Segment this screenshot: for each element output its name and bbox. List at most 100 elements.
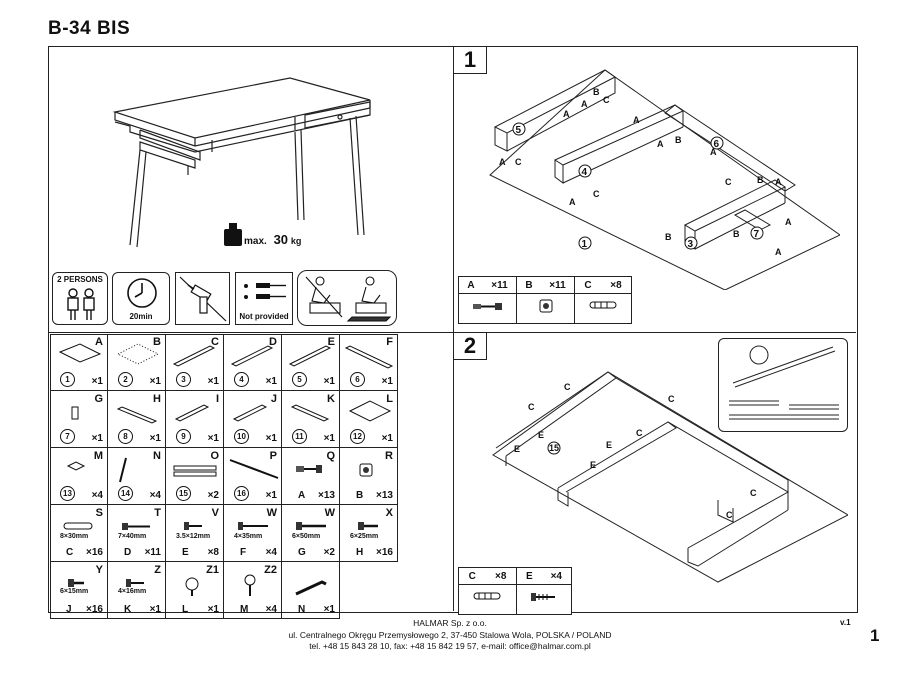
part-letter: O bbox=[210, 450, 219, 462]
part-number-circle: 9 bbox=[176, 429, 191, 444]
part-letter: H bbox=[153, 393, 161, 405]
svg-text:5: 5 bbox=[516, 125, 522, 136]
part-letter: I bbox=[215, 393, 219, 405]
part-code: H bbox=[356, 547, 364, 558]
part-drawing bbox=[344, 345, 394, 369]
part-quantity: ×1 bbox=[265, 433, 277, 444]
part-letter: T bbox=[154, 507, 161, 519]
part-size: 4×35mm bbox=[234, 533, 263, 540]
part-letter: X bbox=[385, 507, 393, 519]
part-code: L bbox=[182, 604, 189, 615]
persons-icon bbox=[67, 288, 95, 320]
part-letter: J bbox=[270, 393, 277, 405]
svg-text:B: B bbox=[733, 229, 740, 239]
part-quantity: ×2 bbox=[323, 547, 335, 558]
part-code: M bbox=[240, 604, 249, 615]
footer-address: ul. Centralnego Okręgu Przemysłowego 2, … bbox=[288, 629, 612, 640]
svg-text:C: C bbox=[668, 394, 675, 404]
part-size: 8×30mm bbox=[60, 533, 89, 540]
svg-text:A: A bbox=[775, 247, 782, 257]
hardware-C2: C×8 bbox=[459, 568, 517, 614]
part-quantity: ×1 bbox=[323, 604, 335, 615]
center-divider bbox=[453, 47, 454, 611]
part-drawing bbox=[126, 579, 144, 587]
part-number-circle: 10 bbox=[234, 429, 249, 444]
part-drawing bbox=[296, 522, 326, 530]
drill-crossed-icon bbox=[179, 276, 227, 322]
part-quantity: ×1 bbox=[323, 376, 335, 387]
part-letter: G bbox=[94, 393, 103, 405]
svg-text:C: C bbox=[636, 428, 643, 438]
part-drawing bbox=[71, 406, 79, 420]
part-drawing bbox=[116, 406, 158, 424]
cam-lock-icon bbox=[539, 299, 553, 313]
part-quantity: ×4 bbox=[91, 490, 103, 501]
part-drawing bbox=[174, 404, 210, 422]
svg-text:A: A bbox=[633, 115, 640, 125]
footer-company: HALMAR Sp. z o.o. bbox=[413, 618, 487, 628]
part-code: N bbox=[298, 604, 306, 615]
part-code: C bbox=[66, 547, 74, 558]
part-number-circle: 16 bbox=[234, 486, 249, 501]
step-1-number: 1 bbox=[454, 47, 487, 74]
part-quantity: ×13 bbox=[318, 490, 335, 501]
tools-box: Not provided bbox=[235, 272, 293, 325]
part-drawing bbox=[232, 404, 268, 422]
part-quantity: ×1 bbox=[207, 376, 219, 387]
svg-text:C: C bbox=[528, 402, 535, 412]
svg-text:4: 4 bbox=[582, 167, 588, 178]
dowel-icon bbox=[473, 592, 501, 600]
part-quantity: ×1 bbox=[91, 376, 103, 387]
part-quantity: ×16 bbox=[376, 547, 393, 558]
svg-text:B: B bbox=[593, 87, 600, 97]
part-number-circle: 8 bbox=[118, 429, 133, 444]
svg-text:C: C bbox=[725, 177, 732, 187]
slide-detail-drawing bbox=[729, 345, 839, 420]
part-letter: C bbox=[211, 336, 219, 348]
svg-text:B: B bbox=[665, 232, 672, 242]
svg-text:C: C bbox=[726, 510, 733, 520]
part-letter: V bbox=[211, 507, 219, 519]
part-drawing bbox=[122, 523, 150, 530]
document-title: B-34 BIS bbox=[48, 18, 131, 39]
floor-protection-icon bbox=[305, 276, 392, 322]
svg-text:6: 6 bbox=[714, 139, 720, 150]
part-size: 6×50mm bbox=[292, 533, 321, 540]
part-number-circle: 7 bbox=[60, 429, 75, 444]
svg-text:E: E bbox=[514, 444, 520, 454]
part-number-circle: 12 bbox=[350, 429, 365, 444]
part-letter: W bbox=[324, 507, 335, 519]
part-cell: J 10 ×1 bbox=[224, 391, 282, 448]
part-drawing bbox=[229, 459, 279, 479]
svg-text:3: 3 bbox=[688, 239, 694, 250]
part-letter: M bbox=[93, 450, 103, 462]
part-quantity: ×1 bbox=[207, 433, 219, 444]
part-cell: I 9 ×1 bbox=[166, 391, 224, 448]
part-code: G bbox=[298, 547, 306, 558]
svg-text:A: A bbox=[563, 109, 570, 119]
svg-text:C: C bbox=[564, 382, 571, 392]
part-drawing bbox=[66, 461, 86, 471]
part-number-circle: 11 bbox=[292, 429, 307, 444]
part-quantity: ×2 bbox=[207, 490, 219, 501]
part-letter: F bbox=[386, 336, 393, 348]
time-box: 20min bbox=[112, 272, 170, 325]
svg-text:A: A bbox=[710, 147, 717, 157]
part-number-circle: 14 bbox=[118, 486, 133, 501]
part-code: B bbox=[356, 490, 364, 501]
step-2-number: 2 bbox=[454, 333, 487, 360]
part-letter: B bbox=[153, 336, 161, 348]
part-letter: Y bbox=[95, 564, 103, 576]
part-letter: A bbox=[95, 336, 103, 348]
part-number-circle: 13 bbox=[60, 486, 75, 501]
svg-text:A: A bbox=[569, 197, 576, 207]
part-quantity: ×16 bbox=[86, 604, 103, 615]
